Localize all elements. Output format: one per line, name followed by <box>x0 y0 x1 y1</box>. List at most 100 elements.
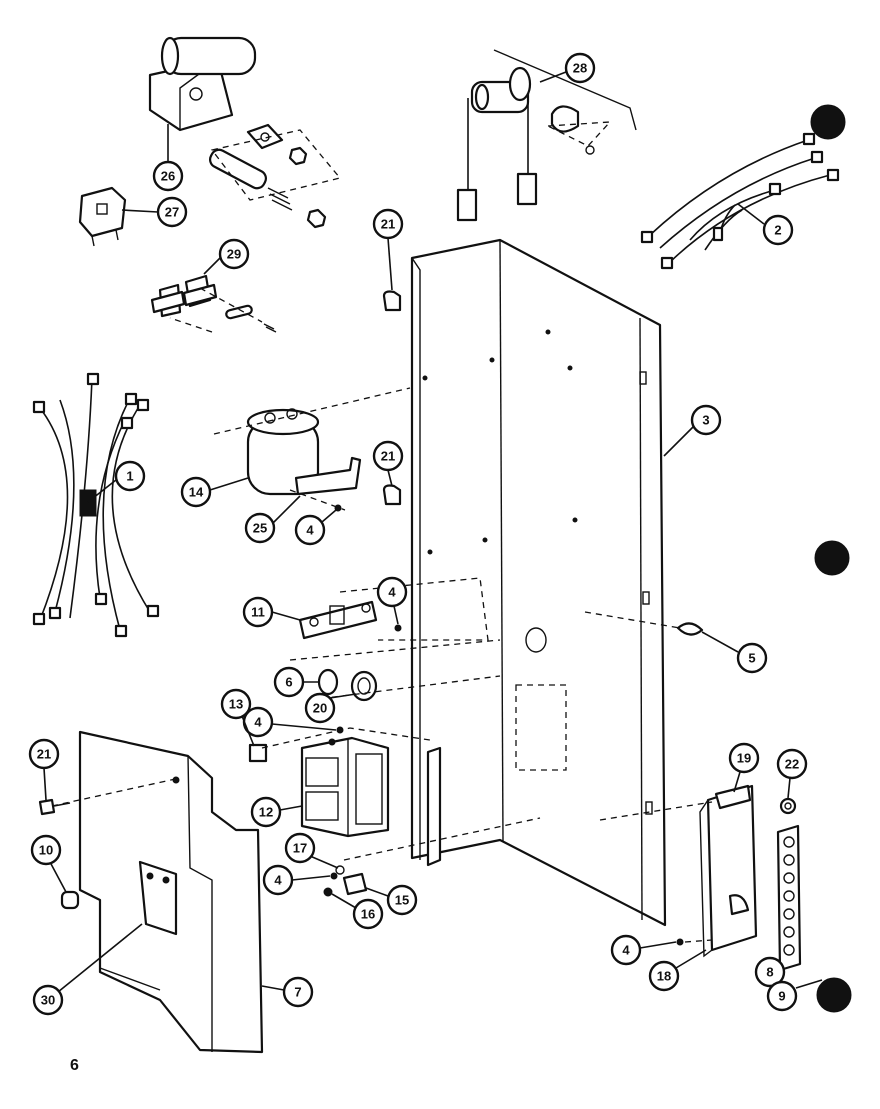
callout-label: 27 <box>165 205 179 220</box>
capacitor-motor-assembly <box>148 36 342 229</box>
callout-label: 21 <box>381 217 395 232</box>
callout-label: 4 <box>622 943 630 958</box>
callout-label: 3 <box>702 413 709 428</box>
callout-label: 25 <box>253 521 267 536</box>
callout-label: 5 <box>748 651 755 666</box>
registration-dot-middle <box>814 540 850 576</box>
callout-label: 21 <box>37 747 51 762</box>
grommet-small <box>317 668 339 696</box>
callout-label: 16 <box>361 907 375 922</box>
callout-label: 19 <box>737 751 751 766</box>
callout-21b: 21 <box>372 440 404 487</box>
grommet-right <box>584 611 704 636</box>
screw-terminal-bracket <box>676 938 684 946</box>
callout-label: 18 <box>657 969 671 984</box>
callout-8: 8 <box>754 956 786 988</box>
callout-15: 15 <box>365 884 418 916</box>
callout-26: 26 <box>152 124 184 192</box>
callout-label: 22 <box>785 757 799 772</box>
callout-19: 19 <box>728 742 760 793</box>
terminal-clips <box>150 274 277 333</box>
callout-4b: 4 <box>376 576 408 625</box>
callout-28: 28 <box>539 52 596 84</box>
callout-label: 4 <box>388 585 396 600</box>
callout-label: 28 <box>573 61 587 76</box>
callout-1: 1 <box>87 460 146 503</box>
callout-label: 20 <box>313 701 327 716</box>
screw-bracket <box>394 624 402 632</box>
terminal-bracket <box>599 784 758 958</box>
side-cover-panel <box>51 730 264 1054</box>
contactor <box>261 727 431 838</box>
cover-plug <box>60 890 80 910</box>
wiring-harness-left <box>32 372 160 638</box>
panel-clip-middle <box>382 484 402 506</box>
wiring-harness-top <box>640 132 840 270</box>
callout-3: 3 <box>663 404 722 457</box>
callout-4d: 4 <box>262 864 331 896</box>
control-bracket <box>298 577 489 641</box>
callout-label: 11 <box>251 605 265 620</box>
callout-label: 9 <box>778 989 785 1004</box>
cover-screw <box>38 798 71 816</box>
callout-label: 2 <box>774 223 781 238</box>
callout-label: 26 <box>161 169 175 184</box>
callout-20: 20 <box>304 692 357 724</box>
panel-clip-upper <box>382 290 402 312</box>
callout-12: 12 <box>250 796 303 828</box>
callout-label: 8 <box>766 965 773 980</box>
callout-22: 22 <box>776 748 808 799</box>
callout-label: 12 <box>259 805 273 820</box>
callout-4c: 4 <box>242 706 337 738</box>
callout-21c: 21 <box>28 738 60 801</box>
callout-label: 4 <box>274 873 282 888</box>
callout-label: 29 <box>227 247 241 262</box>
callout-label: 4 <box>306 523 314 538</box>
callout-label: 17 <box>293 841 307 856</box>
registration-dot-top <box>810 104 846 140</box>
run-capacitor <box>213 387 411 511</box>
callout-17: 17 <box>284 832 339 869</box>
callout-5: 5 <box>701 631 768 674</box>
registration-dot-bottom <box>816 977 852 1013</box>
callout-11: 11 <box>242 596 301 628</box>
main-panel <box>410 238 667 927</box>
callout-label: 30 <box>41 993 55 1008</box>
callout-14: 14 <box>180 476 249 508</box>
callout-4e: 4 <box>610 934 677 966</box>
callout-13: 13 <box>220 688 255 747</box>
callout-10: 10 <box>30 834 67 893</box>
callout-label: 14 <box>189 485 204 500</box>
callout-21a: 21 <box>372 208 404 291</box>
callout-label: 4 <box>254 715 262 730</box>
page-number: 6 <box>70 1057 79 1074</box>
small-clip <box>248 743 268 763</box>
blower-motor <box>456 49 637 222</box>
grommet-large <box>350 670 378 702</box>
terminal-strip <box>776 824 802 972</box>
callout-25: 25 <box>244 495 301 544</box>
callout-label: 7 <box>294 985 301 1000</box>
callout-label: 15 <box>395 893 409 908</box>
screw-contactor <box>336 726 344 734</box>
callout-4a: 4 <box>294 509 337 546</box>
callout-30: 30 <box>32 923 143 1016</box>
callout-18: 18 <box>648 949 707 992</box>
callout-29: 29 <box>203 238 250 275</box>
callout-9: 9 <box>766 979 823 1012</box>
callout-label: 13 <box>229 697 243 712</box>
callouts: 1 2 3 4 4 4 4 4 5 6 7 8 9 10 11 12 13 14… <box>28 52 823 1016</box>
callout-label: 1 <box>126 469 133 484</box>
callout-6: 6 <box>273 666 320 698</box>
relay-switch <box>78 186 127 247</box>
callout-7: 7 <box>261 976 314 1008</box>
callout-label: 10 <box>39 843 53 858</box>
callout-label: 21 <box>381 449 395 464</box>
ground-lug <box>323 817 541 897</box>
callout-2: 2 <box>737 203 794 246</box>
hex-nut <box>779 797 797 815</box>
callout-label: 6 <box>285 675 292 690</box>
screw-capacitor <box>334 504 342 512</box>
callout-16: 16 <box>331 893 384 930</box>
